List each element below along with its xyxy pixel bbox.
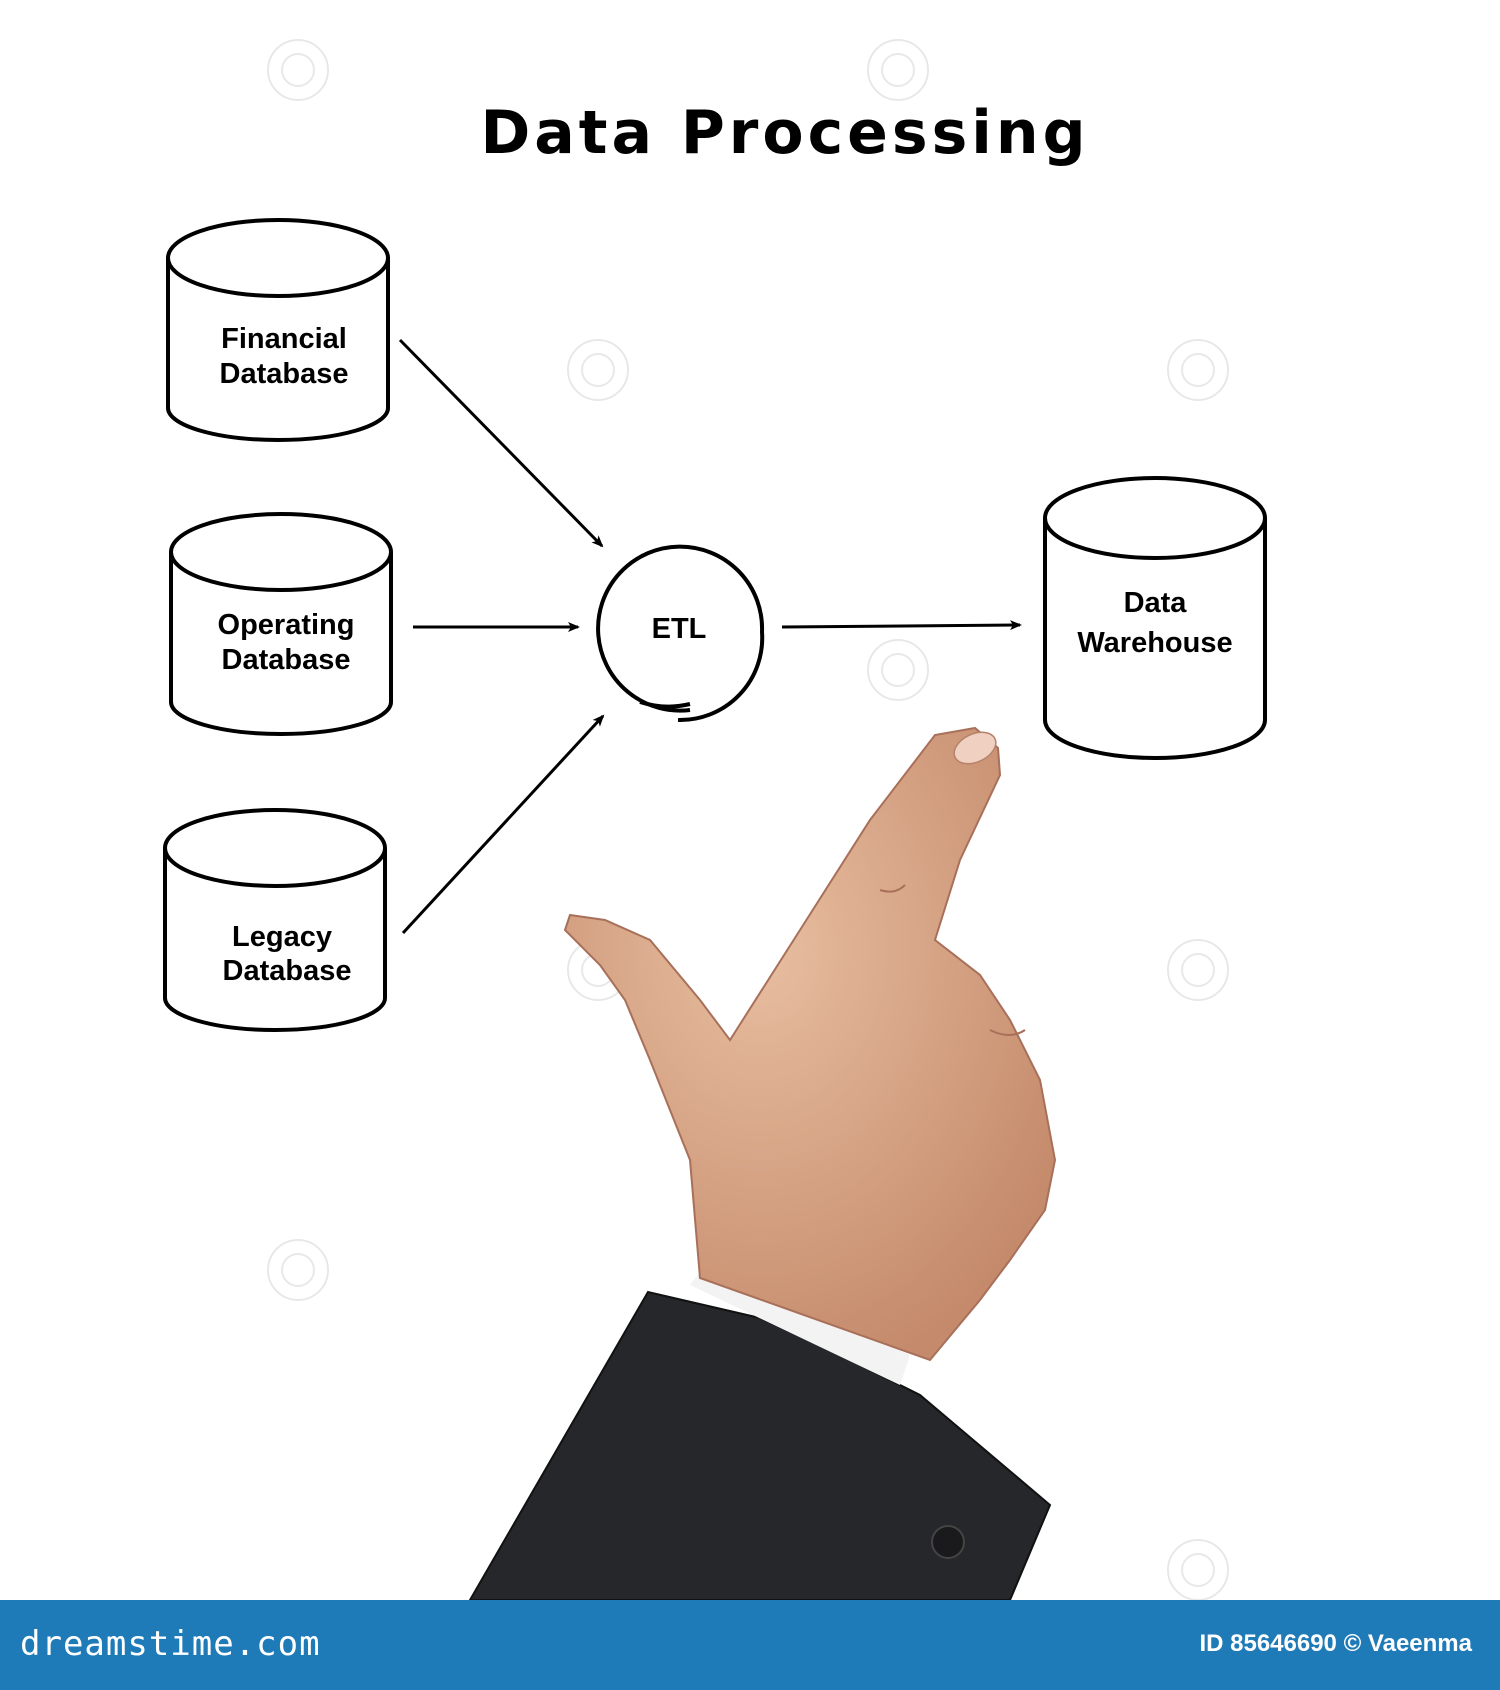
financial-database-cylinder-top [166,218,390,298]
suit-sleeve [468,1290,1052,1601]
operating-database-node [169,512,393,736]
data-warehouse-label-line1: Data [1124,587,1188,619]
hand [563,726,1057,1362]
financial-database-label-line2: Database [220,358,349,390]
knuckle-line [879,884,906,893]
operating-database-cylinder-body [169,552,393,736]
legacy-database-label-line2: Database [223,955,352,987]
financial-database-label-line1: Financial [221,323,347,355]
data-warehouse-cylinder-top [1043,476,1267,560]
etl-circle [596,544,765,723]
legacy-database-node [163,808,387,1032]
footer-credit: ID 85646690 © Vaeenma [1199,1630,1472,1657]
etl-label: ETL [652,613,707,645]
legacy-database-cylinder-body [163,848,387,1032]
operating-database-label-line2: Database [222,644,351,676]
arrow-legacy-to-etl [401,714,605,935]
financial-database-cylinder-body [166,258,390,442]
arrow-financial-to-etl [398,338,604,548]
sleeve-button [931,1525,965,1559]
financial-database-node [166,218,390,442]
data-warehouse-label-line2: Warehouse [1077,627,1232,659]
page-title: Data Processing [480,98,1090,168]
data-warehouse-node [1043,476,1267,760]
etl-node [596,544,765,723]
etl-circle-stroke-tail [639,700,691,709]
arrow-etl-to-warehouse [781,620,1022,631]
footer-bar: dreamstime.com ID 85646690 © Vaeenma [0,1600,1500,1690]
legacy-database-cylinder-top [163,808,387,888]
operating-database-label-line1: Operating [218,609,355,641]
fingernail [953,731,997,765]
data-warehouse-cylinder-body [1043,518,1267,760]
operating-database-cylinder-top [169,512,393,592]
legacy-database-label-line1: Legacy [232,921,332,953]
shirt-cuff [690,1272,910,1385]
pointing-hand-illustration [468,726,1057,1601]
knuckle-line [989,1029,1026,1036]
footer-brand: dreamstime.com [20,1624,321,1664]
